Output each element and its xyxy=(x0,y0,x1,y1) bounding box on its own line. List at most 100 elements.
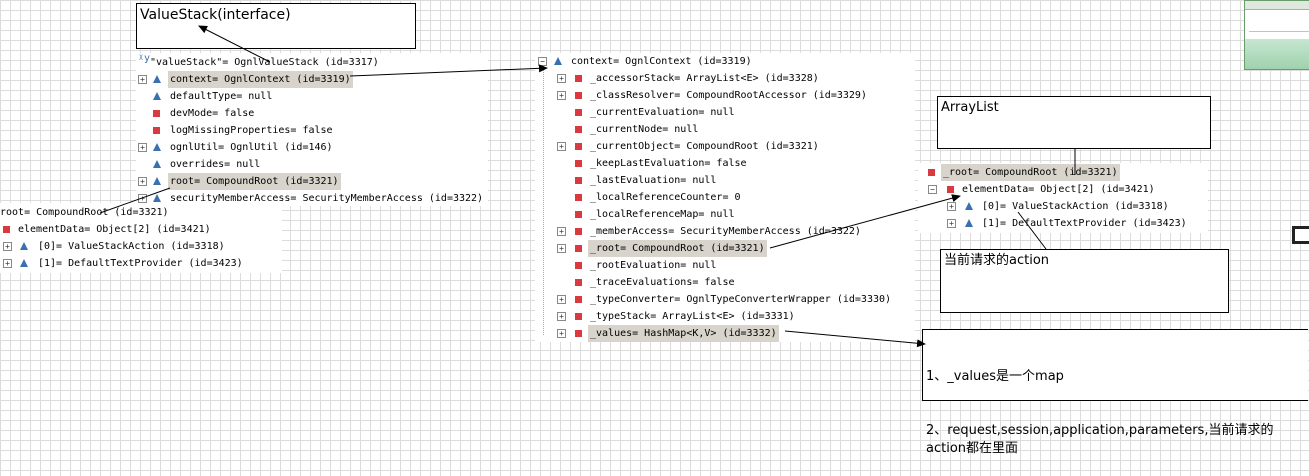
tree-row-context[interactable]: + context= OgnlContext (id=3319) xyxy=(136,71,488,88)
plus-box-icon[interactable]: + xyxy=(138,75,147,84)
variable-y-icon: ᵡy xyxy=(138,53,151,64)
window-top-bar xyxy=(1245,1,1309,10)
tree-row-label: ognlUtil= OgnlUtil (id=146) xyxy=(170,142,333,153)
tree-row-values[interactable]: + _values= HashMap<K,V> (id=3332) xyxy=(535,325,915,342)
arrow-root-to-right-tree xyxy=(769,194,961,249)
tree-row-label: defaultType= null xyxy=(170,91,273,102)
red-square-icon xyxy=(575,296,582,303)
tree-row-localreferencemap[interactable]: _localReferenceMap= null xyxy=(535,206,915,223)
plus-box-icon[interactable]: + xyxy=(557,74,566,83)
tree-row-label: [0]= ValueStackAction (id=3318) xyxy=(982,201,1169,212)
plus-box-icon[interactable]: + xyxy=(947,202,956,211)
blue-triangle-icon xyxy=(20,242,28,250)
tree-row-currentevaluation[interactable]: _currentEvaluation= null xyxy=(535,104,915,121)
tree-row-label: _classResolver= CompoundRootAccessor (id… xyxy=(590,90,867,101)
red-square-icon xyxy=(3,226,10,233)
partial-box-right-edge xyxy=(1292,226,1309,244)
window-row xyxy=(1249,31,1309,32)
tree-row-rootevaluation[interactable]: _rootEvaluation= null xyxy=(535,257,915,274)
tree-row-traceevaluations[interactable]: _traceEvaluations= false xyxy=(535,274,915,291)
tree-row-defaulttype[interactable]: defaultType= null xyxy=(136,88,488,105)
tree-guide-line xyxy=(543,65,544,335)
plus-box-icon[interactable]: + xyxy=(557,295,566,304)
tree-row-typeconverter[interactable]: + _typeConverter= OgnlTypeConverterWrapp… xyxy=(535,291,915,308)
tree-row-localreferencecounter[interactable]: _localReferenceCounter= 0 xyxy=(535,189,915,206)
plus-box-icon[interactable]: + xyxy=(557,142,566,151)
tree-row-label: [1]= DefaultTextProvider (id=3423) xyxy=(982,218,1187,229)
note-valuestack-interface: ValueStack(interface) xyxy=(136,3,416,49)
tree-row-overrides[interactable]: overrides= null xyxy=(136,156,488,173)
tree-row-securitymemberaccess[interactable]: + securityMemberAccess= SecurityMemberAc… xyxy=(136,190,488,207)
tree-row-label: _typeConverter= OgnlTypeConverterWrapper… xyxy=(590,294,892,305)
tree-row-element-1[interactable]: + [1]= DefaultTextProvider (id=3423) xyxy=(0,255,282,272)
tree-row-valuestack[interactable]: ᵡy "valueStack"= OgnlValueStack (id=3317… xyxy=(136,53,488,71)
blue-triangle-icon xyxy=(153,143,161,151)
plus-box-icon[interactable]: + xyxy=(3,259,12,268)
tree-row-root[interactable]: + _root= CompoundRoot (id=3321) xyxy=(535,240,915,257)
plus-box-icon[interactable]: + xyxy=(138,143,147,152)
red-square-icon xyxy=(575,279,582,286)
red-square-icon xyxy=(575,262,582,269)
tree-row-ognlutil[interactable]: + ognlUtil= OgnlUtil (id=146) xyxy=(136,139,488,156)
plus-box-icon[interactable]: + xyxy=(557,227,566,236)
red-square-icon xyxy=(575,228,582,235)
tree-row-label: _accessorStack= ArrayList<E> (id=3328) xyxy=(590,73,819,84)
compound-root-tree-left: root= CompoundRoot (id=3321) elementData… xyxy=(0,203,282,273)
tree-row-label: context= OgnlContext (id=3319) xyxy=(168,71,353,88)
note-line: 2、request,session,application,parameters… xyxy=(926,423,1274,456)
tree-row-label: _currentNode= null xyxy=(590,124,699,135)
tree-row-label: _localReferenceCounter= 0 xyxy=(590,192,741,203)
tree-row-memberaccess[interactable]: + _memberAccess= SecurityMemberAccess (i… xyxy=(535,223,915,240)
plus-box-icon[interactable]: + xyxy=(557,312,566,321)
red-square-icon xyxy=(153,110,160,117)
red-square-icon xyxy=(575,194,582,201)
red-square-icon xyxy=(575,177,582,184)
tree-row-devmode[interactable]: devMode= false xyxy=(136,105,488,122)
partial-window-top-right xyxy=(1244,0,1309,70)
plus-box-icon[interactable]: + xyxy=(557,91,566,100)
tree-row-label: _lastEvaluation= null xyxy=(590,175,717,186)
tree-row-element-0[interactable]: + [0]= ValueStackAction (id=3318) xyxy=(918,198,1208,215)
red-square-icon xyxy=(947,186,954,193)
red-square-icon xyxy=(575,126,582,133)
blue-triangle-icon xyxy=(153,177,161,185)
arrow-valuestack-to-interface xyxy=(198,25,271,63)
blue-triangle-icon xyxy=(153,92,161,100)
tree-row-logmissing[interactable]: logMissingProperties= false xyxy=(136,122,488,139)
tree-row-label: [1]= DefaultTextProvider (id=3423) xyxy=(38,258,243,269)
note-line: 1、_values是一个map xyxy=(926,369,1064,384)
tree-row-element-1[interactable]: + [1]= DefaultTextProvider (id=3423) xyxy=(918,215,1208,232)
tree-row-lastevaluation[interactable]: _lastEvaluation= null xyxy=(535,172,915,189)
red-square-icon xyxy=(153,127,160,134)
plus-box-icon[interactable]: + xyxy=(3,242,12,251)
plus-box-icon[interactable]: + xyxy=(947,219,956,228)
tree-row-classresolver[interactable]: + _classResolver= CompoundRootAccessor (… xyxy=(535,87,915,104)
annotation-arrows xyxy=(99,25,1076,348)
tree-row-element-0[interactable]: + [0]= ValueStackAction (id=3318) xyxy=(0,238,282,255)
tree-row-keeplastevaluation[interactable]: _keepLastEvaluation= false xyxy=(535,155,915,172)
plus-box-icon[interactable]: + xyxy=(557,244,566,253)
red-square-icon xyxy=(928,169,935,176)
plus-box-icon[interactable]: + xyxy=(557,329,566,338)
blue-triangle-icon xyxy=(153,194,161,202)
tree-row-label: _typeStack= ArrayList<E> (id=3331) xyxy=(590,311,795,322)
plus-box-icon[interactable]: + xyxy=(138,177,147,186)
tree-row-currentobject[interactable]: + _currentObject= CompoundRoot (id=3321) xyxy=(535,138,915,155)
tree-row-elementdata[interactable]: elementData= Object[2] (id=3421) xyxy=(0,221,282,238)
red-square-icon xyxy=(575,330,582,337)
plus-box-icon[interactable]: + xyxy=(138,194,147,203)
red-square-icon xyxy=(575,211,582,218)
tree-row-root[interactable]: + root= CompoundRoot (id=3321) xyxy=(136,173,488,190)
window-status-bar xyxy=(1245,39,1309,69)
blue-triangle-icon xyxy=(965,219,973,227)
red-square-icon xyxy=(575,109,582,116)
tree-row-accessorstack[interactable]: + _accessorStack= ArrayList<E> (id=3328) xyxy=(535,70,915,87)
minus-box-icon[interactable]: − xyxy=(928,185,937,194)
tree-row-typestack[interactable]: + _typeStack= ArrayList<E> (id=3331) xyxy=(535,308,915,325)
note-current-action: 当前请求的action xyxy=(940,249,1229,313)
tree-row-root[interactable]: root= CompoundRoot (id=3321) xyxy=(0,204,282,221)
tree-row-currentnode[interactable]: _currentNode= null xyxy=(535,121,915,138)
tree-row-elementdata[interactable]: − elementData= Object[2] (id=3421) xyxy=(918,181,1208,198)
arrow-context-to-context-tree xyxy=(349,64,548,77)
tree-row-label: context= OgnlContext (id=3319) xyxy=(571,56,752,67)
